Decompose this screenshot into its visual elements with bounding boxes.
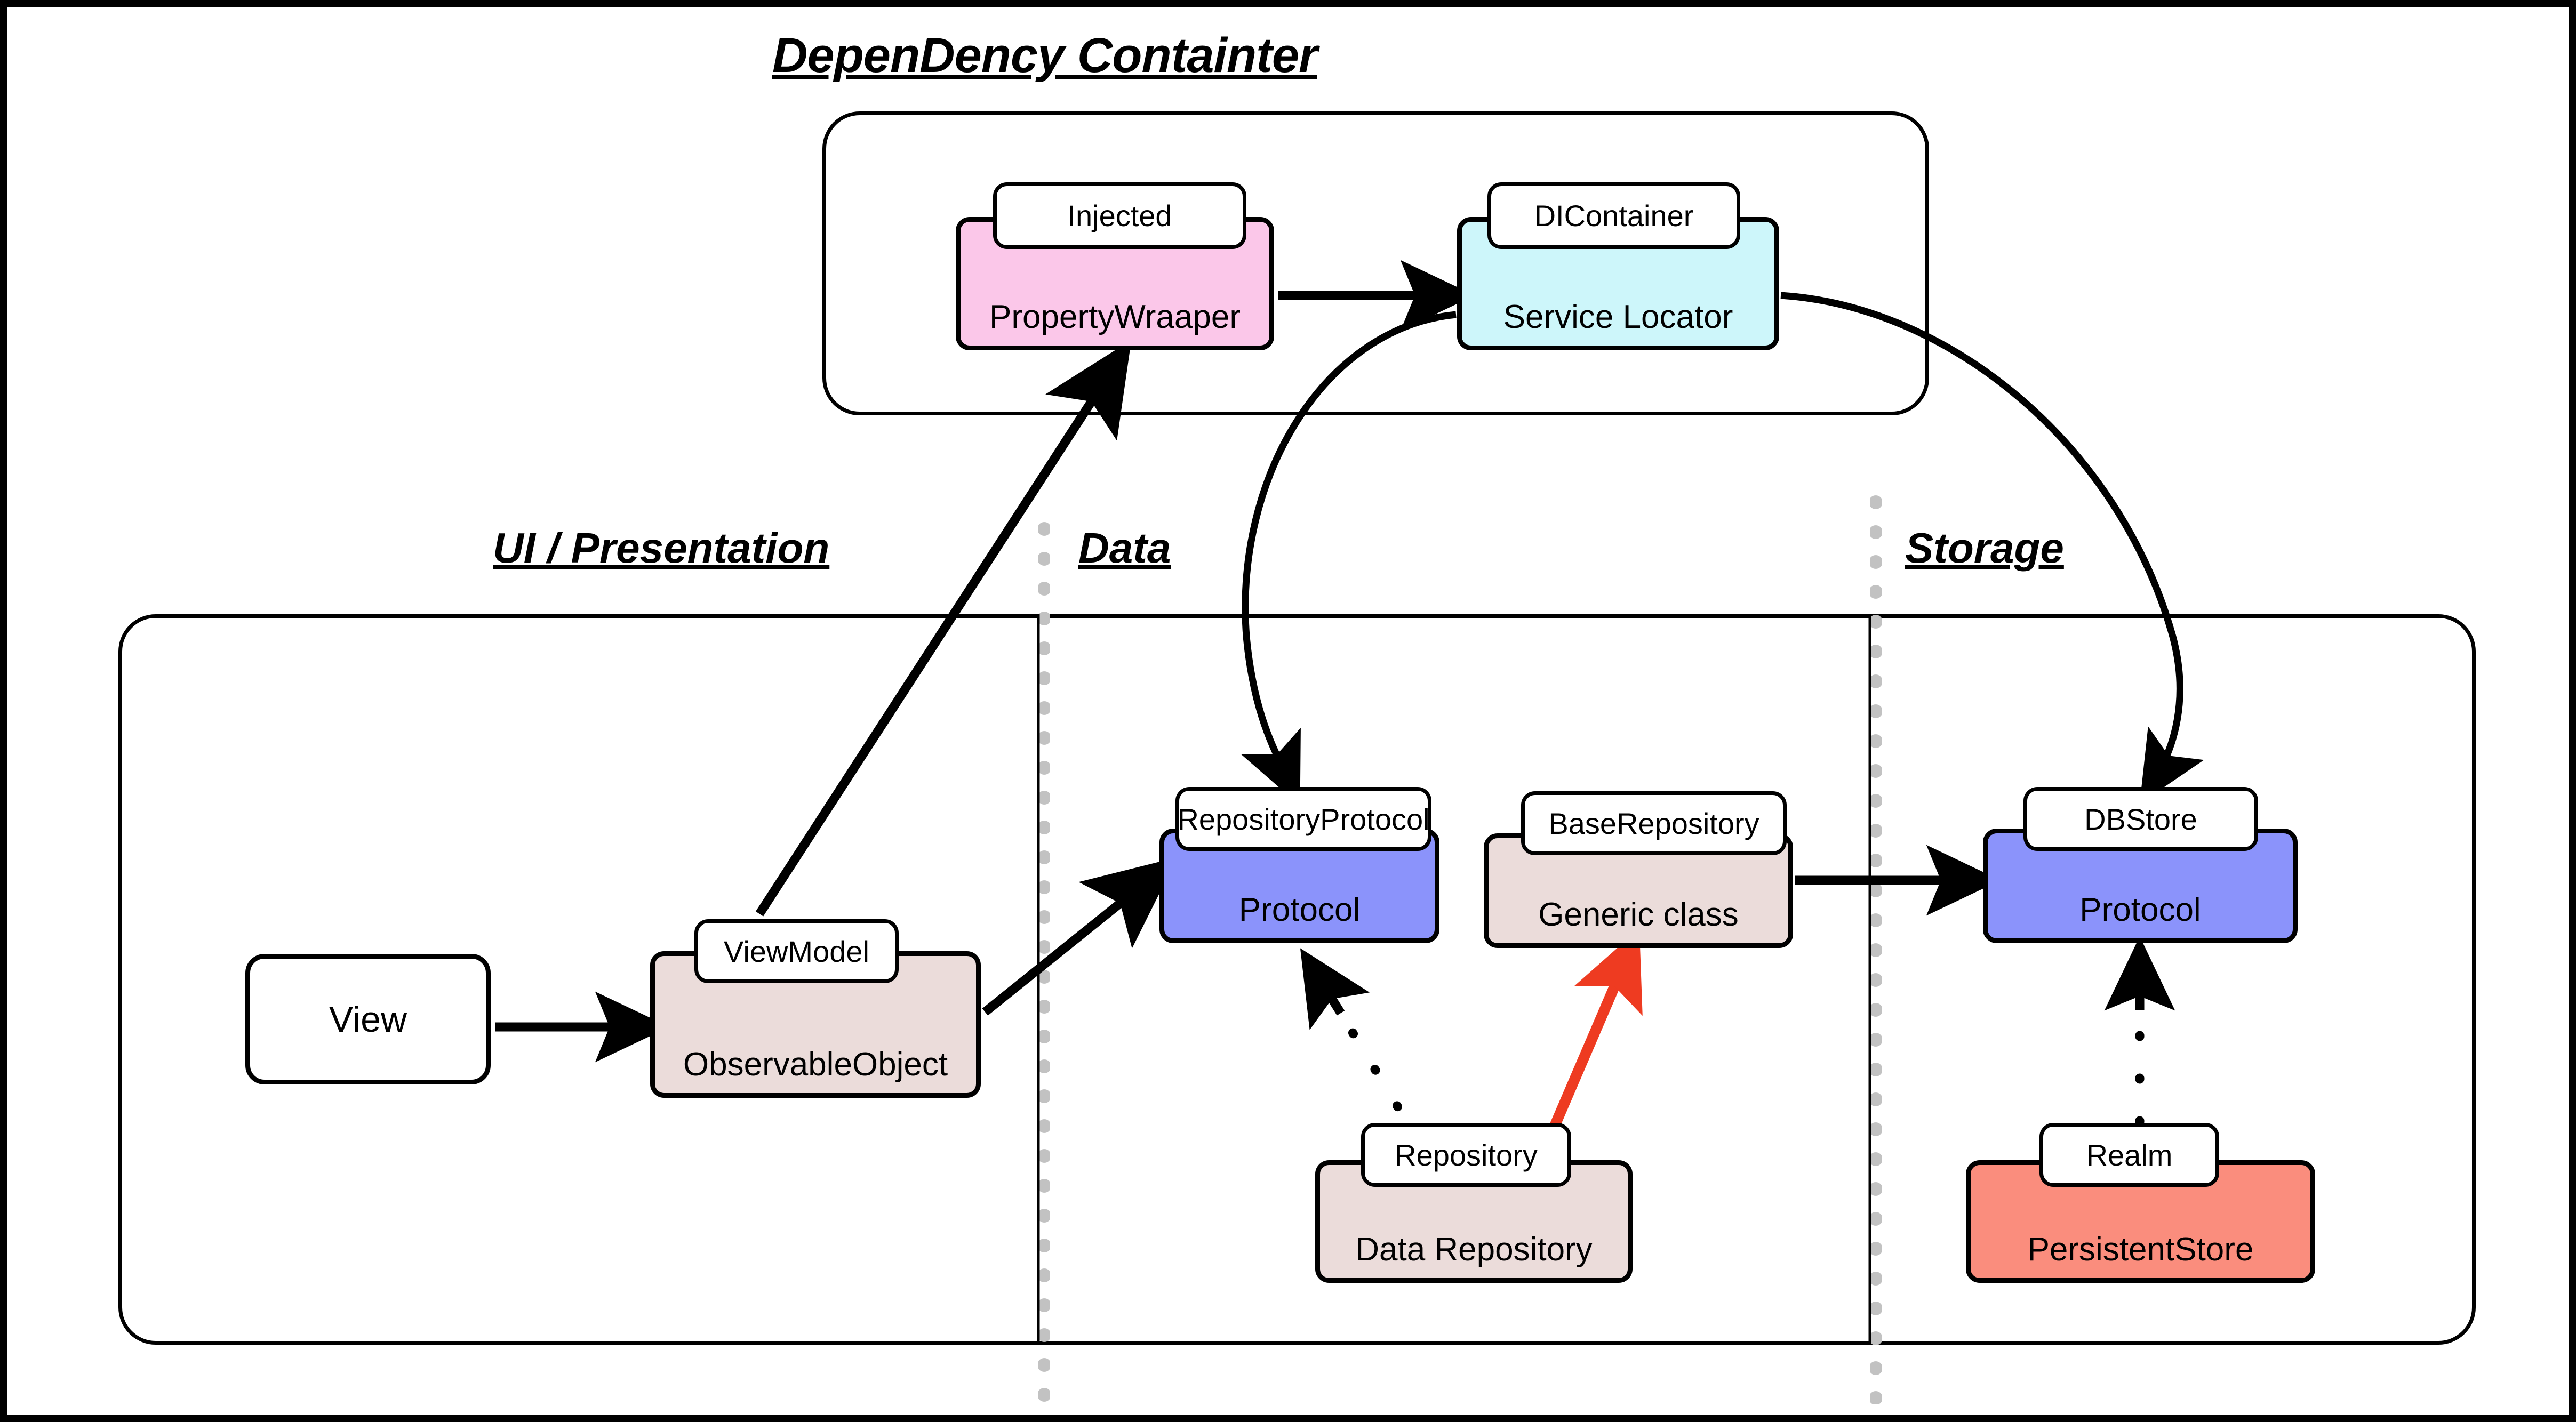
node-dbstore-subtitle: Protocol	[2079, 891, 2201, 928]
node-baserepository-subtitle: Generic class	[1538, 896, 1739, 933]
layer-separator-storage	[1870, 487, 1882, 1404]
node-dicontainer-subtitle: Service Locator	[1503, 299, 1733, 335]
layer-label-data: Data	[1078, 524, 1171, 572]
node-repository-subtitle: Data Repository	[1355, 1231, 1593, 1268]
diagram-title: DepenDency Containter	[772, 28, 1318, 83]
node-injected-subtitle: PropertyWraaper	[989, 299, 1241, 335]
node-realm-subtitle: PersistentStore	[2027, 1231, 2254, 1268]
node-dbstore-tag[interactable]: DBStore	[2023, 787, 2258, 851]
node-realm-tag[interactable]: Realm	[2039, 1123, 2219, 1187]
node-dicontainer-tag[interactable]: DIContainer	[1487, 182, 1740, 249]
layer-separator-data	[1038, 514, 1050, 1404]
node-repositoryprotocol-subtitle: Protocol	[1238, 891, 1361, 928]
node-baserepository-tag[interactable]: BaseRepository	[1521, 791, 1787, 855]
node-viewmodel-subtitle: ObservableObject	[683, 1046, 948, 1083]
layer-label-ui-presentation: UI / Presentation	[493, 524, 830, 572]
layer-label-storage: Storage	[1905, 524, 2064, 572]
node-view[interactable]: View	[245, 954, 491, 1084]
node-repositoryprotocol-tag[interactable]: RepositoryProtocol	[1175, 787, 1431, 851]
node-injected-tag[interactable]: Injected	[993, 182, 1246, 249]
node-viewmodel-tag[interactable]: ViewModel	[694, 919, 899, 983]
node-realm[interactable]: PersistentStore	[1966, 1160, 2315, 1283]
node-repository-tag[interactable]: Repository	[1361, 1123, 1571, 1187]
